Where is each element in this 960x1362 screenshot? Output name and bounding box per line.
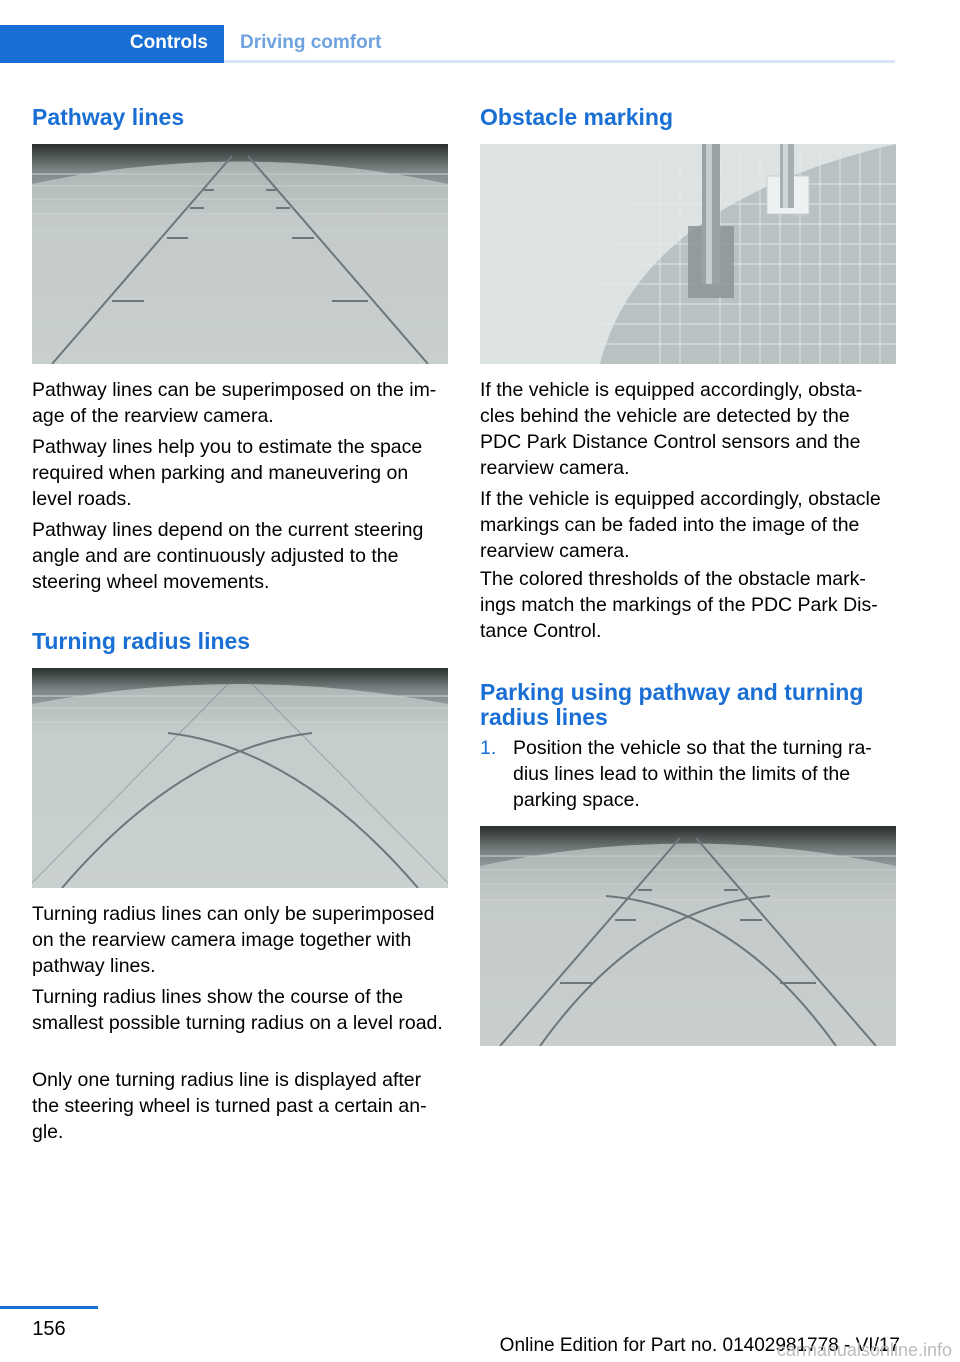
watermark: carmanualsonline.info — [776, 1340, 952, 1360]
header-rule — [0, 60, 895, 63]
step-1-number: 1. — [480, 737, 497, 759]
obstacle-marking-image — [480, 144, 896, 364]
pathway-lines-image — [32, 144, 448, 364]
tab-driving-comfort[interactable]: Driving comfort — [240, 25, 381, 60]
header-tabbar: Controls Driving comfort — [0, 25, 895, 63]
parking-lines-image — [480, 826, 896, 1046]
figure-pathway-lines — [32, 144, 448, 364]
heading-pathway-lines: Pathway lines — [32, 104, 185, 130]
turning-radius-image — [32, 668, 448, 888]
figure-obstacle-marking — [480, 144, 896, 364]
figure-parking-lines — [480, 826, 896, 1046]
edition-text: Online Edition for Part no. 01402981778 … — [499, 1335, 900, 1356]
header-rule-accent — [0, 60, 224, 63]
heading-parking: Parking using pathway and turning radius… — [480, 679, 864, 730]
turning-para-1: Turning radius lines can only be superim… — [32, 903, 435, 977]
heading-turning-radius-lines: Turning radius lines — [32, 628, 251, 654]
pathway-para-1: Pathway lines can be superimposed on the… — [32, 379, 437, 427]
pathway-para-3: Pathway lines depend on the current stee… — [32, 519, 424, 593]
step-1-text: Position the vehicle so that the turning… — [513, 737, 872, 811]
tab-controls[interactable]: Controls — [0, 25, 224, 60]
turning-para-2: Turning radius lines show the course of … — [32, 986, 443, 1034]
turning-para-3: Only one turning radius line is displaye… — [32, 1069, 427, 1143]
pathway-para-2: Pathway lines help you to estimate the s… — [32, 436, 423, 510]
footer-rule — [0, 1306, 98, 1309]
obstacle-para-2: If the vehicle is equipped accordingly, … — [480, 488, 881, 562]
obstacle-para-1: If the vehicle is equipped accordingly, … — [480, 379, 863, 479]
obstacle-para-3: The colored thresholds of the obstacle m… — [480, 568, 878, 642]
tab-driving-comfort-label: Driving comfort — [240, 31, 382, 53]
figure-turning-radius-lines — [32, 668, 448, 888]
tab-controls-label: Controls — [129, 31, 208, 53]
heading-obstacle-marking: Obstacle marking — [480, 104, 674, 130]
page-number: 156 — [32, 1318, 66, 1340]
